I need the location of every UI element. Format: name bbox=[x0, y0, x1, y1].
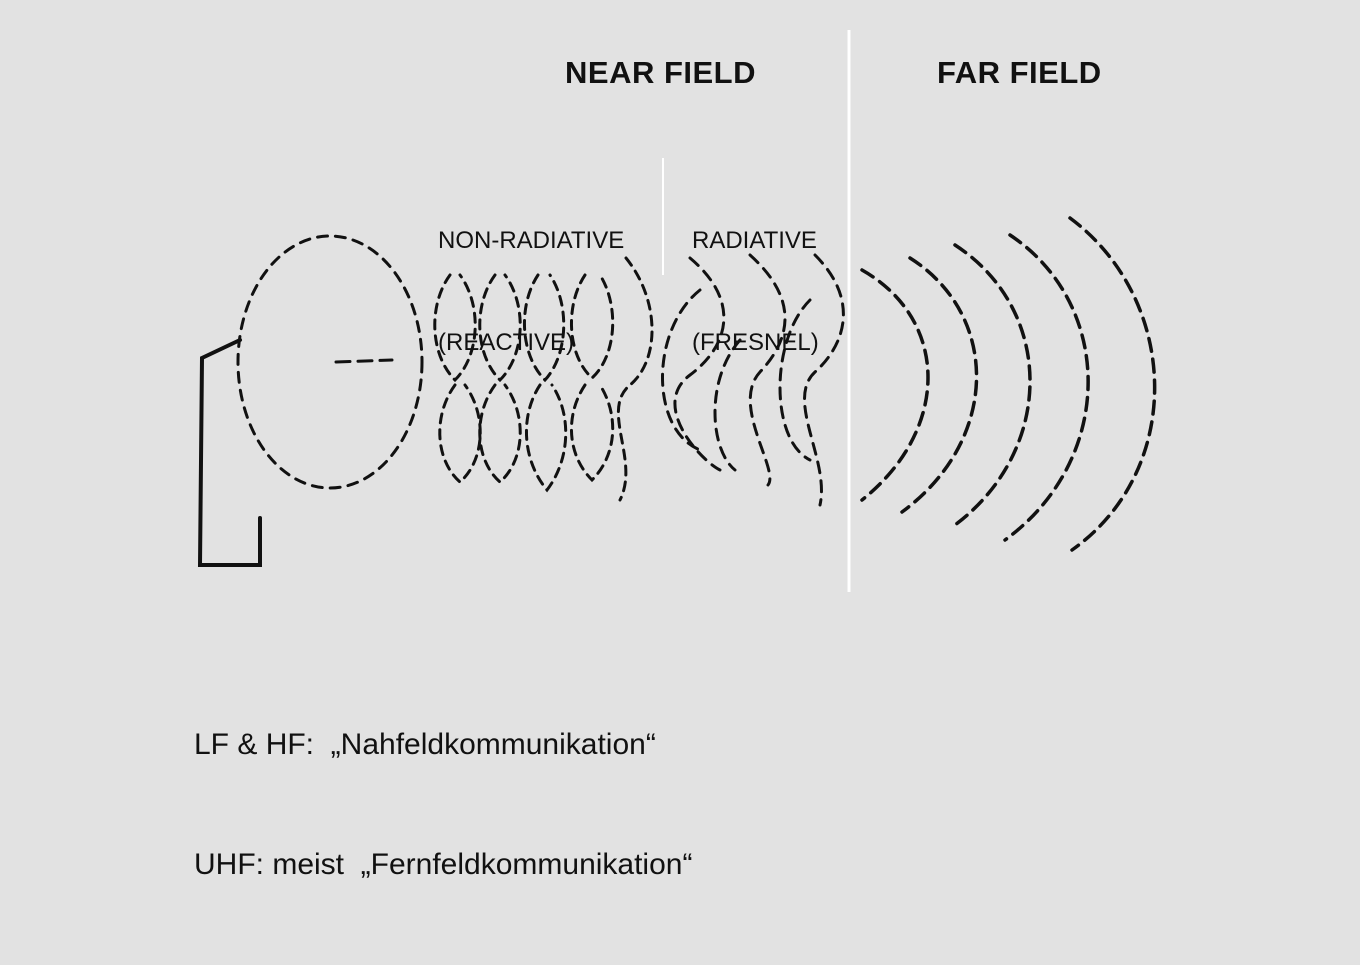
non-radiative-subtitle: (REACTIVE) bbox=[438, 329, 575, 356]
near-field-heading: NEAR FIELD bbox=[565, 55, 756, 90]
field-diagram bbox=[197, 30, 1157, 592]
dipole-line bbox=[334, 358, 394, 364]
caption: LF & HF: „Nahfeldkommunikation“ UHF: mei… bbox=[194, 645, 692, 965]
diagram-canvas: NEAR FIELD FAR FIELD NON-RADIATIVE (REAC… bbox=[194, 30, 1157, 881]
far-field-waves bbox=[860, 216, 1157, 552]
caption-line-uhf: UHF: meist „Fernfeldkommunikation“ bbox=[194, 848, 693, 881]
fresnel-field-lines bbox=[661, 253, 845, 507]
reactive-field-lines bbox=[433, 256, 654, 502]
source-ellipse bbox=[236, 234, 424, 490]
non-radiative-title: NON-RADIATIVE bbox=[438, 227, 625, 254]
radiative-label: RADIATIVE (FRESNEL) bbox=[692, 156, 819, 428]
radiative-subtitle: (FRESNEL) bbox=[692, 329, 819, 356]
antenna-bracket bbox=[197, 338, 262, 567]
far-field-heading: FAR FIELD bbox=[937, 55, 1102, 90]
caption-line-lf-hf: LF & HF: „Nahfeldkommunikation“ bbox=[194, 728, 656, 761]
radiative-title: RADIATIVE bbox=[692, 227, 817, 254]
non-radiative-label: NON-RADIATIVE (REACTIVE) bbox=[438, 156, 624, 428]
